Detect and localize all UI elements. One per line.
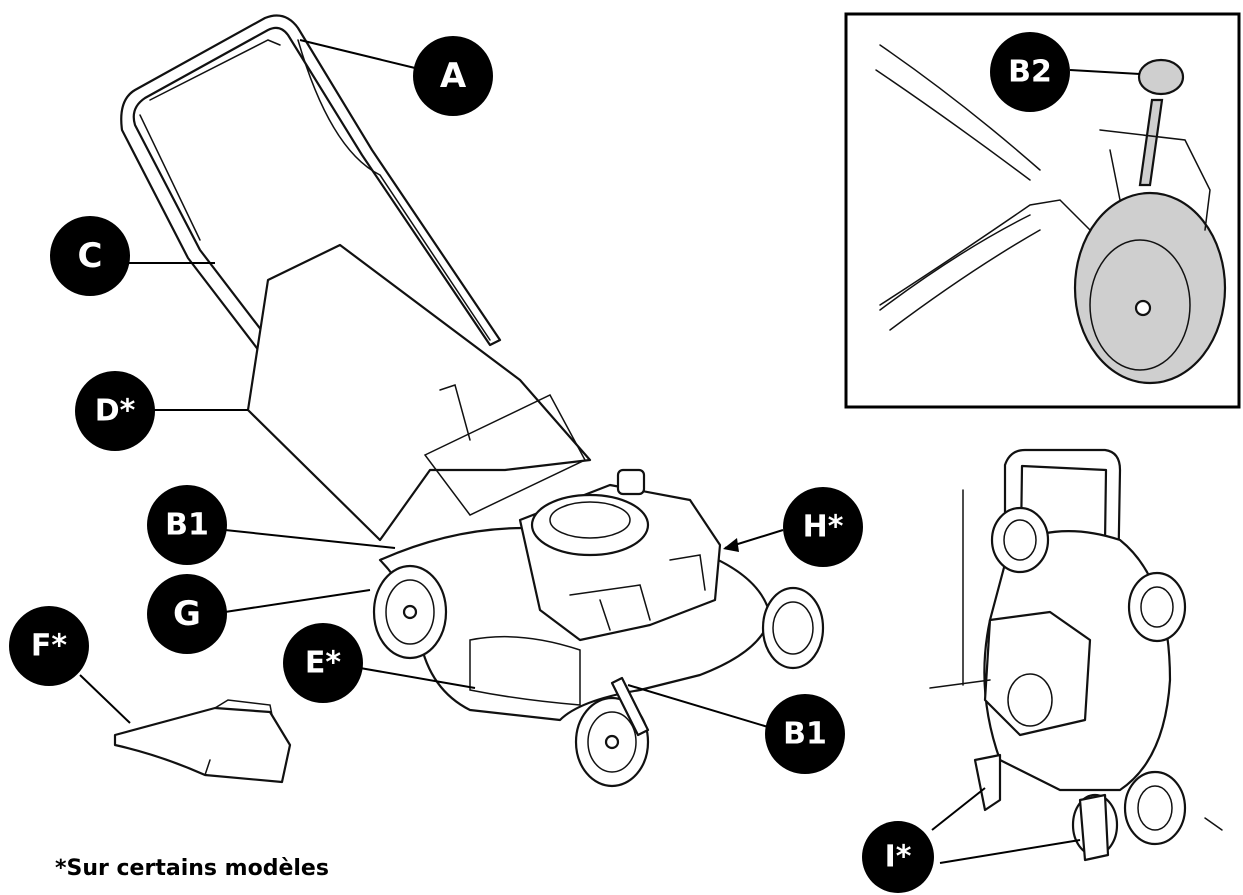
grass-bag [246,243,592,542]
callout-H: H* [783,487,863,567]
inset-wheel [1073,191,1227,385]
leader-lines [79,39,1141,864]
rear-wheel-left [372,564,448,660]
inset-lever-knob [1137,58,1185,96]
engine-details [569,554,706,631]
folded-engine [983,610,1092,737]
callout-G: G [147,574,227,654]
callout-C: C [50,216,130,296]
inset-wheel-hub [1134,299,1152,317]
folded-mower-illustration [929,448,1223,862]
footnote: *Sur certains modèles [55,856,329,881]
svg-text:D*: D* [95,394,136,429]
engine-cover [530,493,650,557]
mower-handle [120,14,502,450]
height-adjust-lever [610,676,650,737]
folded-ground-line-2 [929,679,991,689]
svg-text:E*: E* [305,646,341,681]
folded-bracket-left [973,753,1002,812]
callout-E: E* [283,623,363,703]
side-discharge-chute [113,699,292,784]
folded-bracket-right [1078,793,1110,862]
svg-text:B2: B2 [1008,55,1052,90]
handle-inner-line [139,39,281,241]
fuel-cap [616,468,646,496]
callout-D: D* [75,371,155,451]
callout-B1-left: B1 [147,485,227,565]
deck-front-skirt [469,635,581,706]
callout-F: F* [9,606,89,686]
svg-text:G: G [173,594,201,634]
main-mower-illustration [120,14,825,788]
svg-text:H*: H* [803,510,844,545]
svg-text:A: A [440,56,467,96]
inset-wheel-hub-ring [1089,239,1191,371]
folded-wheel-top [990,506,1050,574]
folded-starter [1007,673,1053,727]
svg-text:F*: F* [31,629,67,664]
recoil-starter [549,501,631,539]
inset-lever [1138,98,1164,187]
front-wheel-right [761,586,825,670]
inset-axle [879,199,1091,306]
svg-text:B1: B1 [783,717,827,752]
inset-deck-lines [875,44,1041,331]
handle-cable [297,39,491,341]
callout-I: I* [862,821,934,893]
bag-frame [423,394,587,516]
folded-wheel-right-upper [1127,571,1187,643]
callout-B2: B2 [990,32,1070,112]
svg-text:B1: B1 [165,508,209,543]
bag-rod [439,384,471,441]
folded-ground-line-3 [1204,817,1223,831]
callout-A: A [413,36,493,116]
callout-B1-right: B1 [765,694,845,774]
svg-text:C: C [78,236,103,276]
inset-bracket [1099,129,1211,231]
svg-text:I*: I* [885,840,912,875]
folded-wheel-right-lower [1123,770,1187,846]
